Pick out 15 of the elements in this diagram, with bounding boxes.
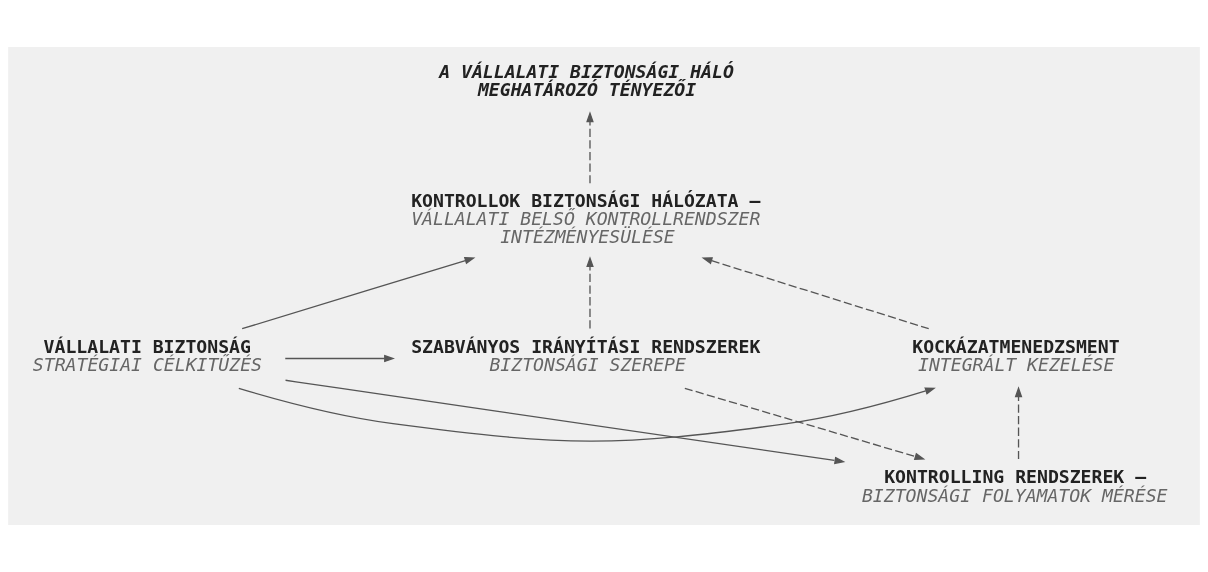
- arrow: [701, 257, 930, 330]
- node-text: SZABVÁNYOS IRÁNYÍTÁSI RENDSZEREK BIZTONSÁGI SZEREPE: [411, 336, 761, 376]
- arrow: [241, 257, 476, 330]
- node-text: KONTROLLOK BIZTONSÁGI HÁLÓZATA – VÁLLALATI BELSŐ KONTROLLRENDSZER INTÉZMÉNYESÜLÉSE: [411, 189, 761, 247]
- node-text: VÁLLALATI BIZTONSÁG STRATÉGIAI CÉLKITŰZÉS: [32, 336, 263, 376]
- arrow: [586, 256, 594, 330]
- arrow: [586, 111, 594, 184]
- arrow: [238, 387, 936, 442]
- node-text: A VÁLLALATI BIZTONSÁGI HÁLÓ MEGHATÁROZÓ TÉNYEZŐI: [439, 60, 734, 101]
- node-text: KONTROLLING RENDSZEREK – BIZTONSÁGI FOLYAMATOK MÉRÉSE: [861, 466, 1168, 506]
- arrow: [284, 354, 395, 363]
- node-text: KOCKÁZATMENEDZSMENT INTEGRÁLT KEZELÉSE: [912, 336, 1120, 376]
- arrow: [284, 379, 846, 465]
- arrow: [684, 387, 926, 461]
- arrow: [1014, 386, 1023, 460]
